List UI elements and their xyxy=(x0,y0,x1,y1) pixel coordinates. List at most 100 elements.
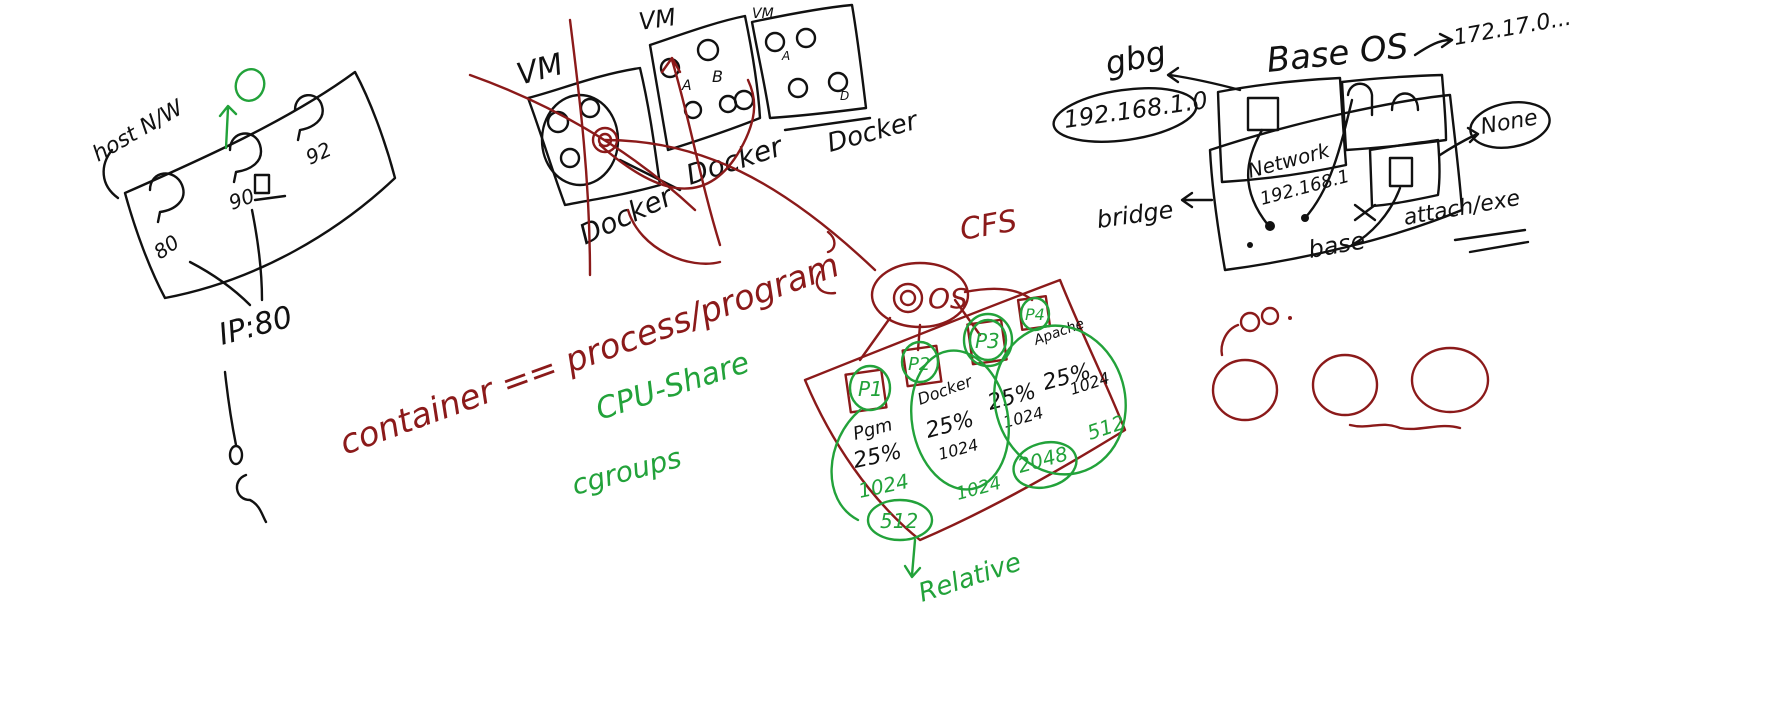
green-group xyxy=(909,349,1011,491)
line xyxy=(783,116,872,132)
process-box xyxy=(803,278,1127,542)
ip-top-label: 172.17.0... xyxy=(1452,6,1573,51)
container-process-equation: container == process/program xyxy=(334,245,844,463)
process-label-p2: P2 xyxy=(908,354,930,375)
container-node xyxy=(546,110,570,134)
process-circle-p3-inner xyxy=(968,318,1008,362)
red-dot xyxy=(1288,316,1292,320)
share-value-2048: 2048 xyxy=(1015,441,1070,477)
share-value-1024-1: 1024 xyxy=(856,469,911,503)
container-small-box xyxy=(1246,96,1280,132)
share-2048-oval xyxy=(1012,440,1078,490)
container-icon xyxy=(228,132,263,184)
share-value-512-right: 512 xyxy=(1084,410,1128,445)
share-value-512-left: 512 xyxy=(880,509,918,533)
red-strike-line xyxy=(603,138,877,272)
red-small-circle xyxy=(1260,306,1280,326)
vm-box-2 xyxy=(648,14,762,152)
underline xyxy=(1453,228,1527,242)
connector-line xyxy=(188,260,252,307)
cgroup-label: cgroups xyxy=(568,441,685,502)
base-os-title: Base OS xyxy=(1265,26,1410,81)
base-os-network-sketch: Base OS 172.17.0... gbg 192.168.1.0 Netw… xyxy=(1052,6,1573,272)
os-circle xyxy=(899,289,917,307)
green-arrow-down xyxy=(903,538,922,579)
red-small-circle xyxy=(1239,311,1261,333)
link-line xyxy=(1247,128,1270,227)
underline xyxy=(253,194,287,202)
green-arrow xyxy=(218,104,238,150)
os-link xyxy=(916,323,922,352)
red-circle-2 xyxy=(1311,353,1379,417)
container-node xyxy=(718,94,738,114)
os-circle xyxy=(892,282,924,314)
container-node xyxy=(764,31,786,53)
small-circle xyxy=(228,444,244,466)
container-small-box xyxy=(1388,156,1414,188)
cfs-label: CFS xyxy=(957,203,1019,247)
container-box-right xyxy=(1340,73,1448,152)
red-circles-sketch xyxy=(1211,306,1490,431)
red-wavy-line xyxy=(1348,423,1462,431)
os-link xyxy=(953,298,982,337)
share-512-oval xyxy=(866,498,934,542)
process-circle-p1 xyxy=(848,364,892,412)
vm-label-2: VM xyxy=(637,3,678,36)
host-network-label: host N/W xyxy=(89,95,189,167)
ip-left-oval xyxy=(1052,87,1198,143)
vertical-line xyxy=(223,370,238,447)
container-box-small xyxy=(253,173,271,195)
container-icon xyxy=(293,94,324,142)
port-label-92: 92 xyxy=(302,137,335,170)
ip-left-label: 192.168.1.0 xyxy=(1062,86,1210,134)
red-circle-1 xyxy=(1211,358,1279,422)
host-box-bracket xyxy=(102,148,120,200)
red-strike-line xyxy=(568,18,592,277)
red-squiggle xyxy=(815,230,837,295)
container-node xyxy=(795,27,817,49)
green-circle xyxy=(234,68,266,102)
container-node xyxy=(787,77,809,99)
relative-label: Relative xyxy=(915,547,1025,608)
red-hook xyxy=(1220,323,1240,357)
app-name-pgm: Pgm xyxy=(851,414,895,445)
docker-label-3: Docker xyxy=(824,105,923,158)
app-name-docker: Docker xyxy=(915,371,976,409)
container-arc xyxy=(1346,82,1374,117)
node-dot xyxy=(1247,242,1253,248)
bridge-label: bridge xyxy=(1095,195,1175,233)
arrow-to-gbg xyxy=(1166,66,1242,92)
red-strike-line xyxy=(598,78,756,190)
container-node xyxy=(733,89,755,111)
squiggle-g xyxy=(235,473,268,524)
green-group xyxy=(993,324,1127,476)
container-node xyxy=(827,71,849,93)
cross-mark xyxy=(1353,203,1377,222)
line xyxy=(618,158,682,192)
process-label-p1: P1 xyxy=(858,377,883,401)
container-letter-d: D xyxy=(840,89,849,103)
process-circle-p3 xyxy=(962,312,1014,368)
process-label-p3: P3 xyxy=(975,329,1000,353)
network-box xyxy=(1216,76,1348,184)
arrow xyxy=(1413,32,1454,57)
container-letter-a: A xyxy=(681,78,692,94)
container-icon xyxy=(148,172,185,224)
base-label: base xyxy=(1306,226,1367,264)
os-link xyxy=(858,316,892,362)
host-box xyxy=(123,70,397,300)
inner-box xyxy=(1368,138,1441,208)
node-dot xyxy=(1265,221,1275,231)
link-line xyxy=(1303,98,1354,220)
port-label-80: 80 xyxy=(149,230,184,264)
os-link xyxy=(963,287,1034,302)
cfs-process-sketch: CFS OS P1 P2 P3 P4 Pgm Docker Apache 25% xyxy=(803,203,1128,609)
base-os-box xyxy=(1208,93,1464,272)
arrow-to-bridge xyxy=(1180,191,1214,209)
vm-label-1: VM xyxy=(513,47,567,93)
red-arrow xyxy=(660,56,722,247)
vm-box-3 xyxy=(750,3,868,120)
container-letter-a: A xyxy=(781,49,790,63)
container-node xyxy=(559,147,581,169)
